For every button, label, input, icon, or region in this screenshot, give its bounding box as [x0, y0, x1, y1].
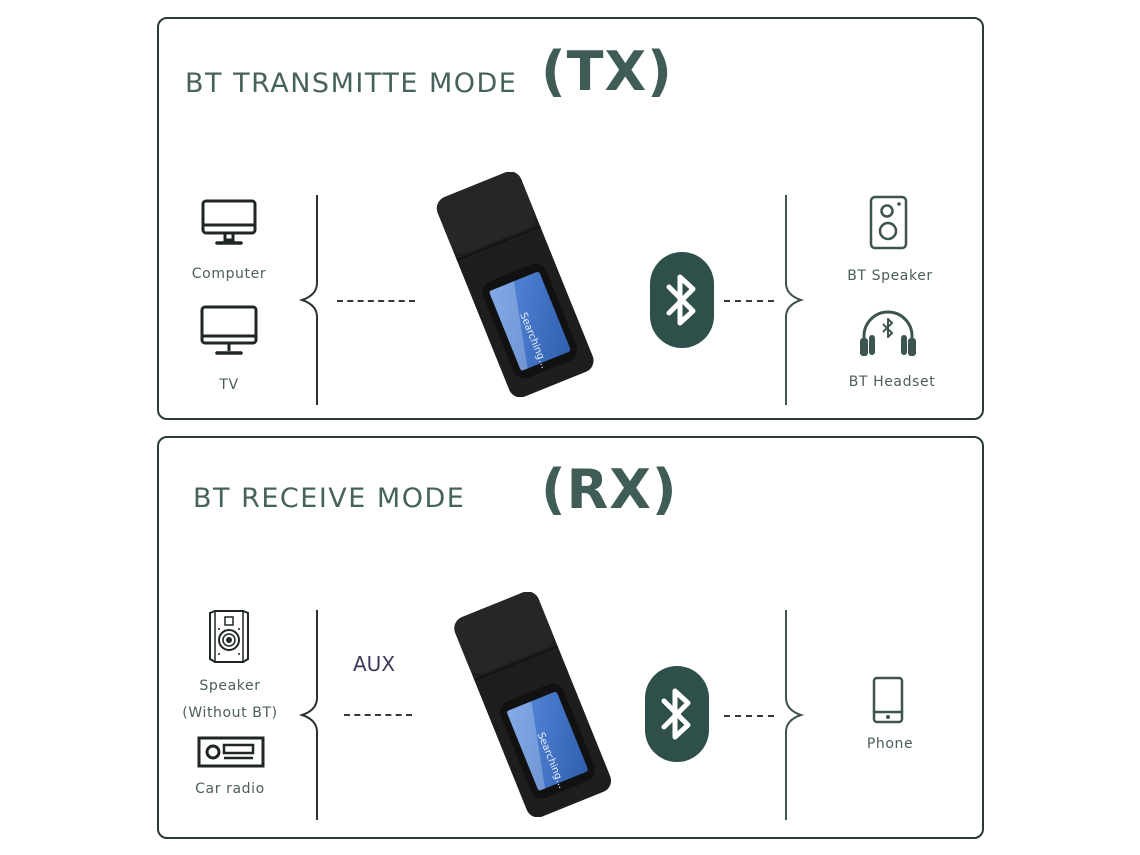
computer-monitor-icon [201, 199, 257, 245]
source-label-car-radio: Car radio [195, 781, 265, 797]
bt-adapter-device: Searching... [436, 172, 594, 397]
aux-connection-line [344, 714, 412, 716]
aux-label: AUX [353, 652, 396, 676]
left-brace [298, 195, 318, 405]
target-label-bt-speaker: BT Speaker [847, 268, 933, 284]
source-label-tv: TV [219, 377, 239, 393]
right-brace [785, 195, 805, 405]
right-brace [785, 610, 805, 820]
speaker-icon [869, 195, 908, 250]
source-label-speaker-note: (Without BT) [182, 705, 278, 721]
bluetooth-icon [661, 688, 691, 740]
bluetooth-icon [666, 274, 696, 326]
phone-icon [872, 676, 904, 724]
left-brace [298, 610, 318, 820]
rx-mode-tag: (RX) [541, 458, 678, 521]
bt-adapter-device: Searching... [454, 592, 612, 817]
tx-mode-title: BT TRANSMITTE MODE [185, 68, 518, 99]
wireless-connection-line [724, 715, 774, 717]
source-label-speaker: Speaker [199, 678, 261, 694]
bookshelf-speaker-icon [209, 610, 249, 663]
wireless-connection-line [724, 300, 774, 302]
source-label-computer: Computer [191, 266, 267, 282]
wired-connection-line [337, 300, 415, 302]
bluetooth-badge [645, 666, 709, 762]
headset-icon [860, 310, 916, 356]
bluetooth-badge [650, 252, 714, 348]
tv-icon [200, 305, 258, 355]
car-radio-icon [197, 736, 265, 768]
target-label-phone: Phone [866, 736, 914, 752]
target-label-bt-headset: BT Headset [848, 374, 936, 390]
rx-mode-title: BT RECEIVE MODE [193, 483, 466, 514]
tx-mode-tag: (TX) [541, 40, 673, 103]
